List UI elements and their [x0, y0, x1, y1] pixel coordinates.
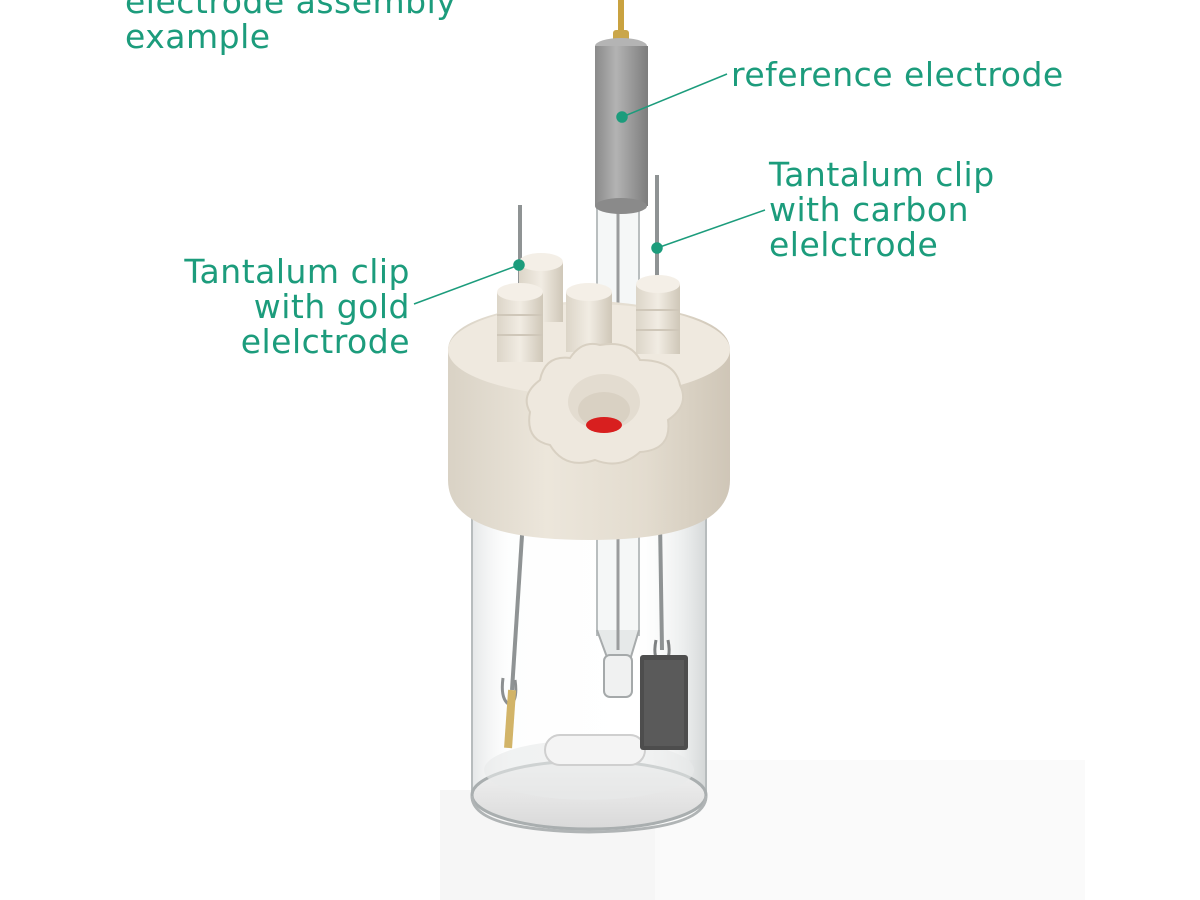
lid-ports — [497, 253, 680, 362]
carbon-electrode-label: Tantalum clip with carbon elelctrode — [769, 155, 995, 264]
top-caption: electrode assembly example — [125, 0, 457, 56]
reference-electrode-label: reference electrode — [731, 55, 1064, 94]
label-leaders — [413, 73, 766, 305]
floor-shadow-right — [655, 760, 1085, 900]
reference-electrode — [595, 38, 648, 214]
stir-bar — [544, 734, 646, 766]
gold-electrode-label: Tantalum clip with gold elelctrode — [184, 252, 410, 361]
center-knob — [525, 342, 684, 465]
carbon-electrode-assembly — [640, 175, 688, 750]
red-port — [586, 417, 622, 433]
